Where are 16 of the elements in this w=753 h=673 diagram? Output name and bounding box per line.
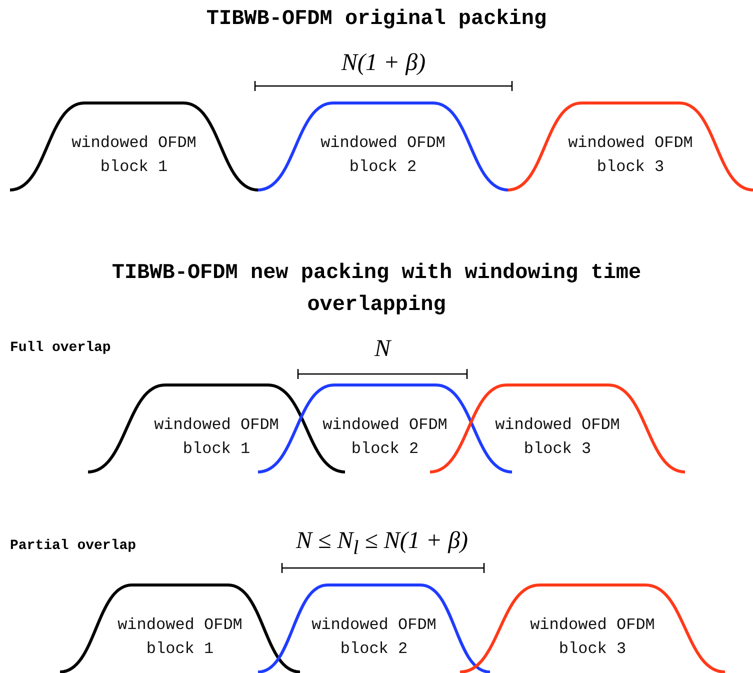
dimension-label: N(1 + β) <box>340 50 427 77</box>
block-label: windowed OFDM block 3 <box>567 133 694 178</box>
dimension-label: N ≤ N$_{l}$ ≤ N(1 + β) <box>294 528 470 560</box>
row-label: Full overlap <box>10 340 112 356</box>
block-label: windowed OFDM block 2 <box>320 133 446 178</box>
heading: TIBWB-OFDM original packing <box>205 8 548 31</box>
heading: TIBWB-OFDM new packing with windowing time overlapping <box>110 261 642 319</box>
block-label: windowed OFDM block 2 <box>310 615 438 660</box>
row-label: Partial overlap <box>10 538 138 554</box>
block-label: windowed OFDM block 1 <box>153 415 280 460</box>
block-label: windowed OFDM block 3 <box>494 415 621 460</box>
block-label: windowed OFDM block 2 <box>322 415 448 460</box>
block-label: windowed OFDM block 3 <box>529 615 656 660</box>
block-label: windowed OFDM block 1 <box>70 133 198 178</box>
block-label: windowed OFDM block 1 <box>116 615 244 660</box>
dimension-label: N <box>373 336 392 363</box>
